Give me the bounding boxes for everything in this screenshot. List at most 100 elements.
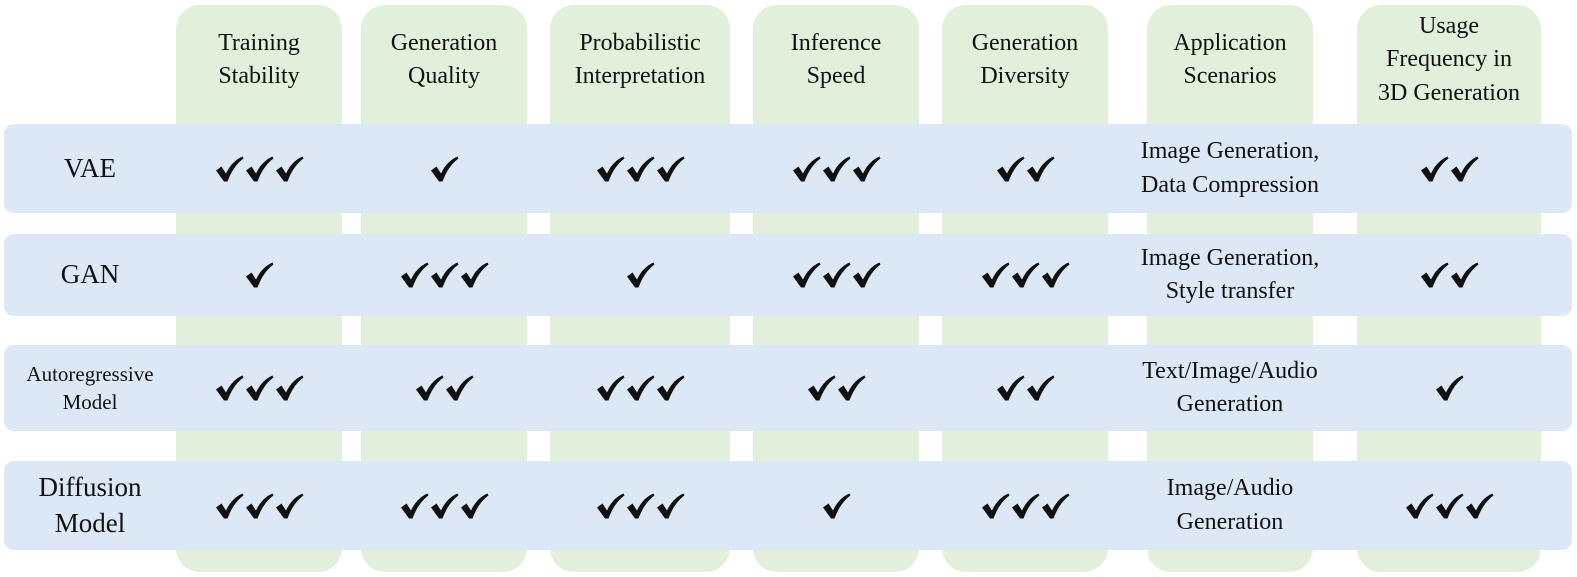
check-mark-icon bbox=[852, 262, 880, 288]
check-rating bbox=[596, 375, 685, 401]
check-mark-icon bbox=[400, 493, 428, 518]
check-mark-icon bbox=[822, 156, 850, 181]
check-mark-icon bbox=[1420, 156, 1448, 181]
check-mark-icon bbox=[460, 493, 488, 518]
cell-autoregressive-probabilistic-interpretation bbox=[550, 345, 730, 431]
check-rating bbox=[215, 156, 304, 182]
check-rating bbox=[996, 156, 1055, 182]
check-rating bbox=[981, 262, 1070, 288]
check-rating bbox=[1420, 262, 1479, 288]
check-rating bbox=[1420, 156, 1479, 182]
row-label-vae: VAE bbox=[63, 152, 116, 183]
cell-diffusion-inference-speed bbox=[753, 461, 919, 550]
check-mark-icon bbox=[626, 156, 654, 181]
check-mark-icon bbox=[245, 375, 273, 401]
check-mark-icon bbox=[822, 262, 850, 288]
check-mark-icon bbox=[807, 375, 835, 401]
check-rating bbox=[596, 156, 685, 182]
cell-autoregressive-usage-frequency bbox=[1357, 345, 1541, 431]
check-mark-icon bbox=[245, 493, 273, 518]
check-mark-icon bbox=[656, 493, 684, 518]
check-mark-icon bbox=[1435, 493, 1463, 518]
check-rating bbox=[1405, 493, 1494, 519]
check-mark-icon bbox=[852, 156, 880, 181]
cell-autoregressive-training-stability bbox=[176, 345, 342, 431]
row-label-gan: GAN bbox=[60, 259, 120, 290]
cell-gan-probabilistic-interpretation bbox=[550, 234, 730, 316]
check-mark-icon bbox=[430, 262, 458, 288]
check-mark-icon bbox=[596, 156, 624, 181]
check-mark-icon bbox=[415, 375, 443, 401]
check-mark-icon bbox=[1026, 156, 1054, 181]
check-rating bbox=[996, 375, 1055, 401]
check-mark-icon bbox=[981, 493, 1009, 518]
check-mark-icon bbox=[1420, 262, 1448, 288]
check-rating bbox=[807, 375, 866, 401]
row-label-diffusion: Diffusion Model bbox=[38, 472, 142, 538]
row-band-diffusion bbox=[4, 461, 1572, 550]
check-rating bbox=[415, 375, 474, 401]
check-rating bbox=[215, 375, 304, 401]
header-generation-quality: Generation Quality bbox=[390, 29, 498, 89]
check-rating bbox=[792, 262, 881, 288]
cell-gan-usage-frequency bbox=[1357, 234, 1541, 316]
check-mark-icon bbox=[1405, 493, 1433, 518]
cell-autoregressive-inference-speed bbox=[753, 345, 919, 431]
check-mark-icon bbox=[1041, 262, 1069, 288]
cell-vae-training-stability bbox=[176, 124, 342, 213]
check-mark-icon bbox=[215, 375, 243, 401]
check-mark-icon bbox=[981, 262, 1009, 288]
check-mark-icon bbox=[837, 375, 865, 401]
check-mark-icon bbox=[792, 262, 820, 288]
cell-vae-probabilistic-interpretation bbox=[550, 124, 730, 213]
check-mark-icon bbox=[275, 493, 303, 518]
check-mark-icon bbox=[822, 493, 850, 518]
cell-gan-application-scenarios: Image Generation, Style transfer bbox=[1140, 244, 1320, 304]
check-mark-icon bbox=[445, 375, 473, 401]
check-mark-icon bbox=[430, 156, 458, 181]
row-band-vae bbox=[4, 124, 1572, 213]
cell-diffusion-training-stability bbox=[176, 461, 342, 550]
cell-diffusion-probabilistic-interpretation bbox=[550, 461, 730, 550]
check-mark-icon bbox=[656, 156, 684, 181]
check-mark-icon bbox=[275, 375, 303, 401]
header-usage-frequency: Usage Frequency in 3D Generation bbox=[1378, 13, 1520, 106]
check-rating bbox=[1435, 375, 1464, 401]
check-rating bbox=[430, 156, 459, 182]
row-band-autoregressive bbox=[4, 345, 1572, 431]
check-mark-icon bbox=[626, 262, 654, 288]
cell-vae-usage-frequency bbox=[1357, 124, 1541, 213]
check-mark-icon bbox=[596, 493, 624, 518]
cell-gan-generation-quality bbox=[361, 234, 527, 316]
check-mark-icon bbox=[215, 156, 243, 181]
cell-gan-inference-speed bbox=[753, 234, 919, 316]
header-inference-speed: Inference Speed bbox=[790, 29, 882, 89]
cell-diffusion-generation-diversity bbox=[942, 461, 1108, 550]
check-rating bbox=[400, 493, 489, 519]
check-mark-icon bbox=[1026, 375, 1054, 401]
check-mark-icon bbox=[1011, 493, 1039, 518]
check-mark-icon bbox=[996, 156, 1024, 181]
check-mark-icon bbox=[1465, 493, 1493, 518]
check-mark-icon bbox=[215, 493, 243, 518]
check-mark-icon bbox=[1450, 156, 1478, 181]
check-mark-icon bbox=[656, 375, 684, 401]
check-mark-icon bbox=[626, 493, 654, 518]
check-rating bbox=[981, 493, 1070, 519]
check-mark-icon bbox=[400, 262, 428, 288]
header-probabilistic-interpretation: Probabilistic Interpretation bbox=[574, 29, 706, 89]
check-rating bbox=[400, 262, 489, 288]
check-mark-icon bbox=[626, 375, 654, 401]
row-label-autoregressive: Autoregressive Model bbox=[26, 361, 154, 414]
check-mark-icon bbox=[596, 375, 624, 401]
check-mark-icon bbox=[1041, 493, 1069, 518]
check-mark-icon bbox=[1435, 375, 1463, 401]
cell-autoregressive-application-scenarios: Text/Image/Audio Generation bbox=[1142, 357, 1318, 417]
check-rating bbox=[215, 493, 304, 519]
cell-vae-generation-diversity bbox=[942, 124, 1108, 213]
check-rating bbox=[792, 156, 881, 182]
cell-diffusion-application-scenarios: Image/Audio Generation bbox=[1166, 475, 1294, 535]
check-mark-icon bbox=[996, 375, 1024, 401]
row-band-gan bbox=[4, 234, 1572, 316]
header-training-stability: Training Stability bbox=[218, 29, 300, 89]
